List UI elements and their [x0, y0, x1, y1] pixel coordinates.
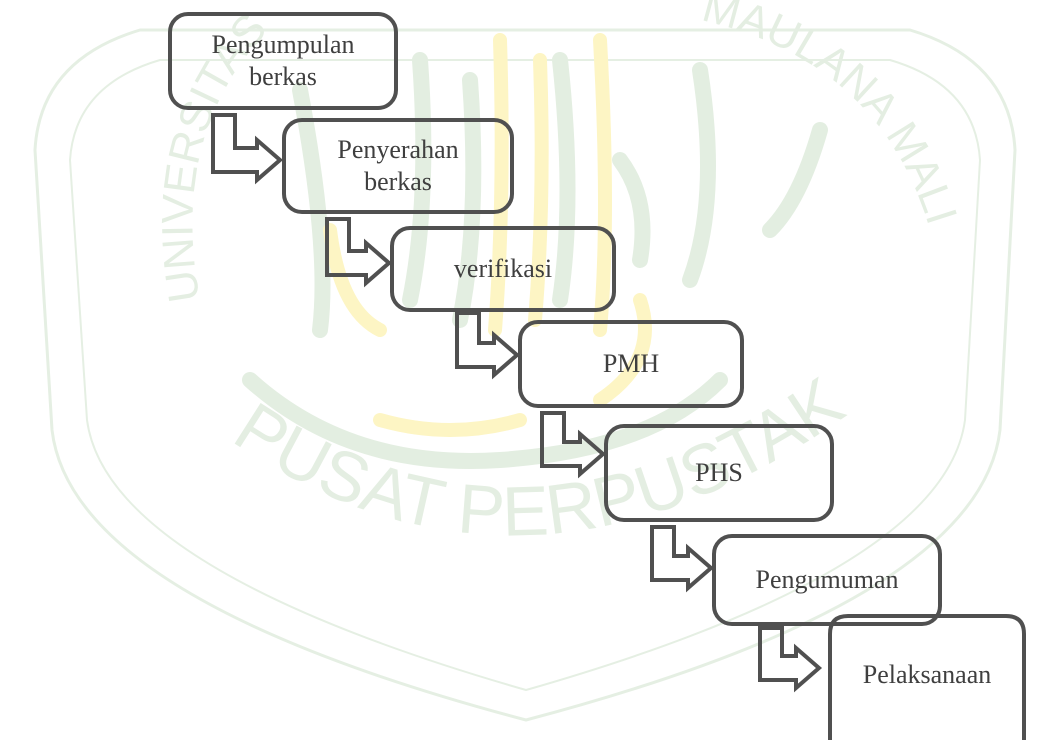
- step-box-pmh: [518, 320, 744, 408]
- step-box-verifikasi: [390, 226, 616, 312]
- arrow-5: [650, 525, 715, 593]
- step-box-pelaksanaan: [828, 614, 1026, 740]
- step-label-phs: PHS: [695, 458, 743, 488]
- step-label-penyerahan: Penyerahan berkas: [337, 135, 459, 196]
- step-label-verifikasi: verifikasi: [453, 254, 553, 284]
- step-label-pelaksanaan: Pelaksanaan: [862, 660, 992, 690]
- step-box-penyerahan: [282, 118, 514, 214]
- step-label-pengumpulan: Pengumpulan berkas: [211, 30, 355, 91]
- arrow-1: [211, 113, 284, 185]
- arrow-2: [325, 217, 393, 288]
- step-label-pmh: PMH: [602, 349, 660, 379]
- arrow-6: [758, 626, 823, 693]
- step-box-pengumuman: [712, 534, 942, 626]
- step-label-pengumuman: Pengumuman: [755, 565, 899, 595]
- step-box-pengumpulan: [168, 12, 398, 110]
- arrow-4: [540, 411, 607, 479]
- arrow-3: [455, 311, 521, 380]
- step-box-phs: [604, 424, 834, 522]
